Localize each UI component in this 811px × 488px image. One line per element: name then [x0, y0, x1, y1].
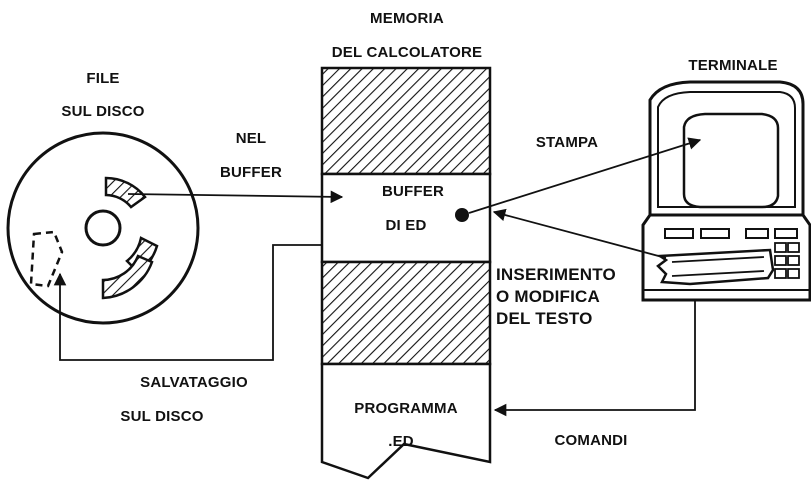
arrow-to-buffer-label-line1: NEL — [236, 131, 267, 146]
terminal-keypad — [658, 250, 773, 284]
arrow-print-label: STAMPA — [536, 135, 598, 150]
memory-title-line1: MEMORIA — [370, 11, 444, 26]
disk-label-line2: SUL DISCO — [61, 104, 144, 119]
memory-hatched-middle — [322, 262, 490, 364]
terminal-screen — [684, 114, 778, 207]
arrow-edit — [494, 212, 666, 258]
terminal-label: TERMINALE — [688, 58, 777, 73]
arrow-save-label-line2: SUL DISCO — [120, 409, 203, 424]
arrow-to-buffer-label-line2: BUFFER — [220, 165, 282, 180]
memory-hatched-top — [322, 68, 490, 174]
program-label-line2: .ED — [388, 434, 414, 449]
arrow-edit-label-line3: DEL TESTO — [496, 309, 593, 329]
arrow-save-label-line1: SALVATAGGIO — [140, 375, 248, 390]
arrow-edit-label-line2: O MODIFICA — [496, 287, 600, 307]
disk-icon — [8, 133, 198, 323]
buffer-dot — [455, 208, 469, 222]
arrow-edit-label-line1: INSERIMENTO — [496, 265, 616, 285]
program-label-line1: PROGRAMMA — [354, 401, 457, 416]
buffer-label-line1: BUFFER — [382, 184, 444, 199]
arrow-commands-label: COMANDI — [554, 433, 627, 448]
memory-program-region — [322, 364, 490, 478]
terminal-icon — [643, 82, 810, 300]
disk-label-line1: FILE — [86, 71, 119, 86]
memory-title-line2: DEL CALCOLATORE — [332, 45, 483, 60]
buffer-label-line2: DI ED — [385, 218, 426, 233]
